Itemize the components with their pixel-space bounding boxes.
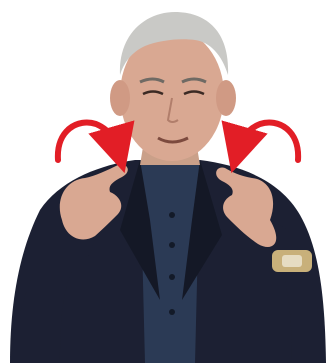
- eye-left: [142, 90, 164, 96]
- shirt-button: [169, 212, 175, 218]
- watch-face: [282, 255, 302, 267]
- curved-arrow-clockwise-icon: [54, 119, 135, 174]
- curved-arrow-counterclockwise-icon: [221, 119, 302, 174]
- left-arm: [10, 218, 100, 363]
- ear-right: [216, 80, 236, 116]
- hair: [119, 12, 229, 75]
- left-hand: [59, 164, 128, 240]
- shirt-button: [169, 309, 175, 315]
- right-hand: [216, 167, 277, 247]
- eyebrow-left: [139, 77, 165, 84]
- shirt: [140, 160, 200, 363]
- shirt-button: [169, 274, 175, 280]
- nose: [166, 97, 179, 123]
- mouth: [157, 136, 189, 144]
- eyebrow-right: [181, 77, 207, 84]
- face: [120, 29, 224, 161]
- ear-left: [110, 80, 130, 116]
- shirt-button: [169, 242, 175, 248]
- eye-right: [183, 90, 205, 96]
- lapel-left: [120, 160, 160, 300]
- lapel-right: [182, 160, 222, 300]
